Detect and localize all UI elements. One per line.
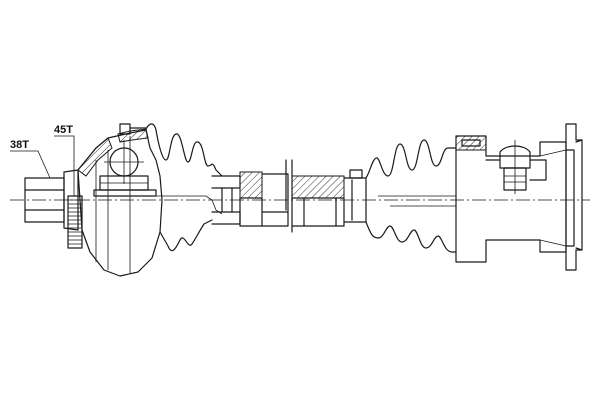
shaft	[211, 159, 367, 233]
break-line	[285, 159, 293, 233]
housing-section	[77, 137, 113, 177]
spline-section	[63, 169, 79, 231]
inner-boot	[365, 139, 457, 179]
label-38t-text: 38T	[10, 139, 29, 151]
tripod	[499, 145, 531, 169]
boot-clamp	[119, 123, 131, 135]
label-45t: 45T	[54, 124, 75, 196]
label-45t-text: 45T	[54, 124, 73, 136]
outer-cv-joint	[24, 128, 163, 277]
inner-cv-joint	[455, 123, 583, 271]
outer-boot	[145, 123, 223, 177]
inner-housing-section	[455, 135, 487, 151]
damper-section	[239, 171, 263, 199]
joint-housing	[77, 129, 163, 277]
label-38t: 38T	[10, 139, 51, 179]
